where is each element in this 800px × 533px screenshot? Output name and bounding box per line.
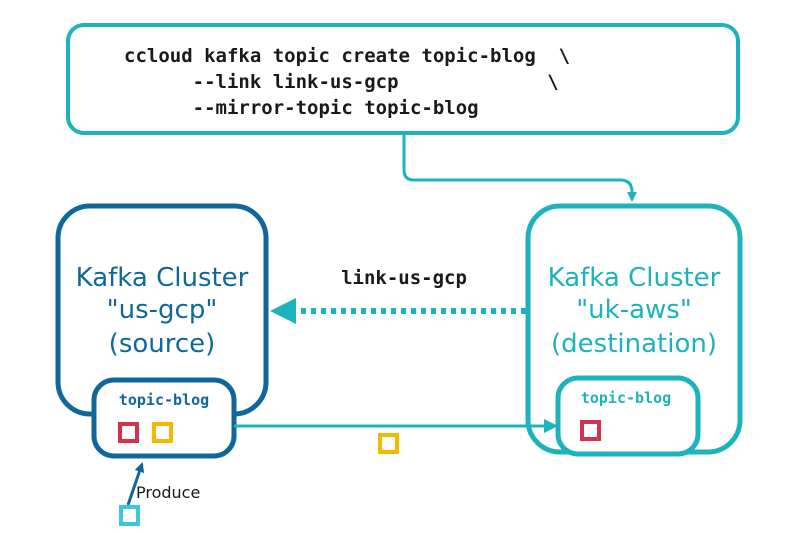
cluster-link-label: link-us-gcp <box>341 267 467 289</box>
destination-cluster-title-1: Kafka Cluster <box>548 263 721 293</box>
replication-arrowhead <box>544 419 558 433</box>
source-cluster-title-1: Kafka Cluster <box>76 263 249 293</box>
command-line-1: ccloud kafka topic create topic-blog \ <box>124 45 570 67</box>
destination-topic-label: topic-blog <box>581 389 671 407</box>
yellow-message-icon <box>378 433 399 454</box>
source-cluster-title-2: "us-gcp" <box>107 295 218 325</box>
destination-cluster-title-3: (destination) <box>551 329 717 359</box>
yellow-message-icon <box>152 422 173 443</box>
produce-arrow <box>126 462 145 506</box>
red-message-icon <box>580 420 601 441</box>
cluster-link-arrowhead <box>270 298 296 324</box>
command-line-2: --link link-us-gcp \ <box>124 71 559 93</box>
command-to-destination-arrow <box>402 133 637 202</box>
cyan-message-icon <box>119 505 140 526</box>
command-line-3: --mirror-topic topic-blog <box>124 97 479 119</box>
source-topic-label: topic-blog <box>119 391 209 409</box>
red-message-icon <box>118 422 139 443</box>
produce-label: Produce <box>136 483 200 502</box>
source-cluster-title-3: (source) <box>109 329 216 359</box>
destination-cluster-title-2: "uk-aws" <box>576 295 692 325</box>
